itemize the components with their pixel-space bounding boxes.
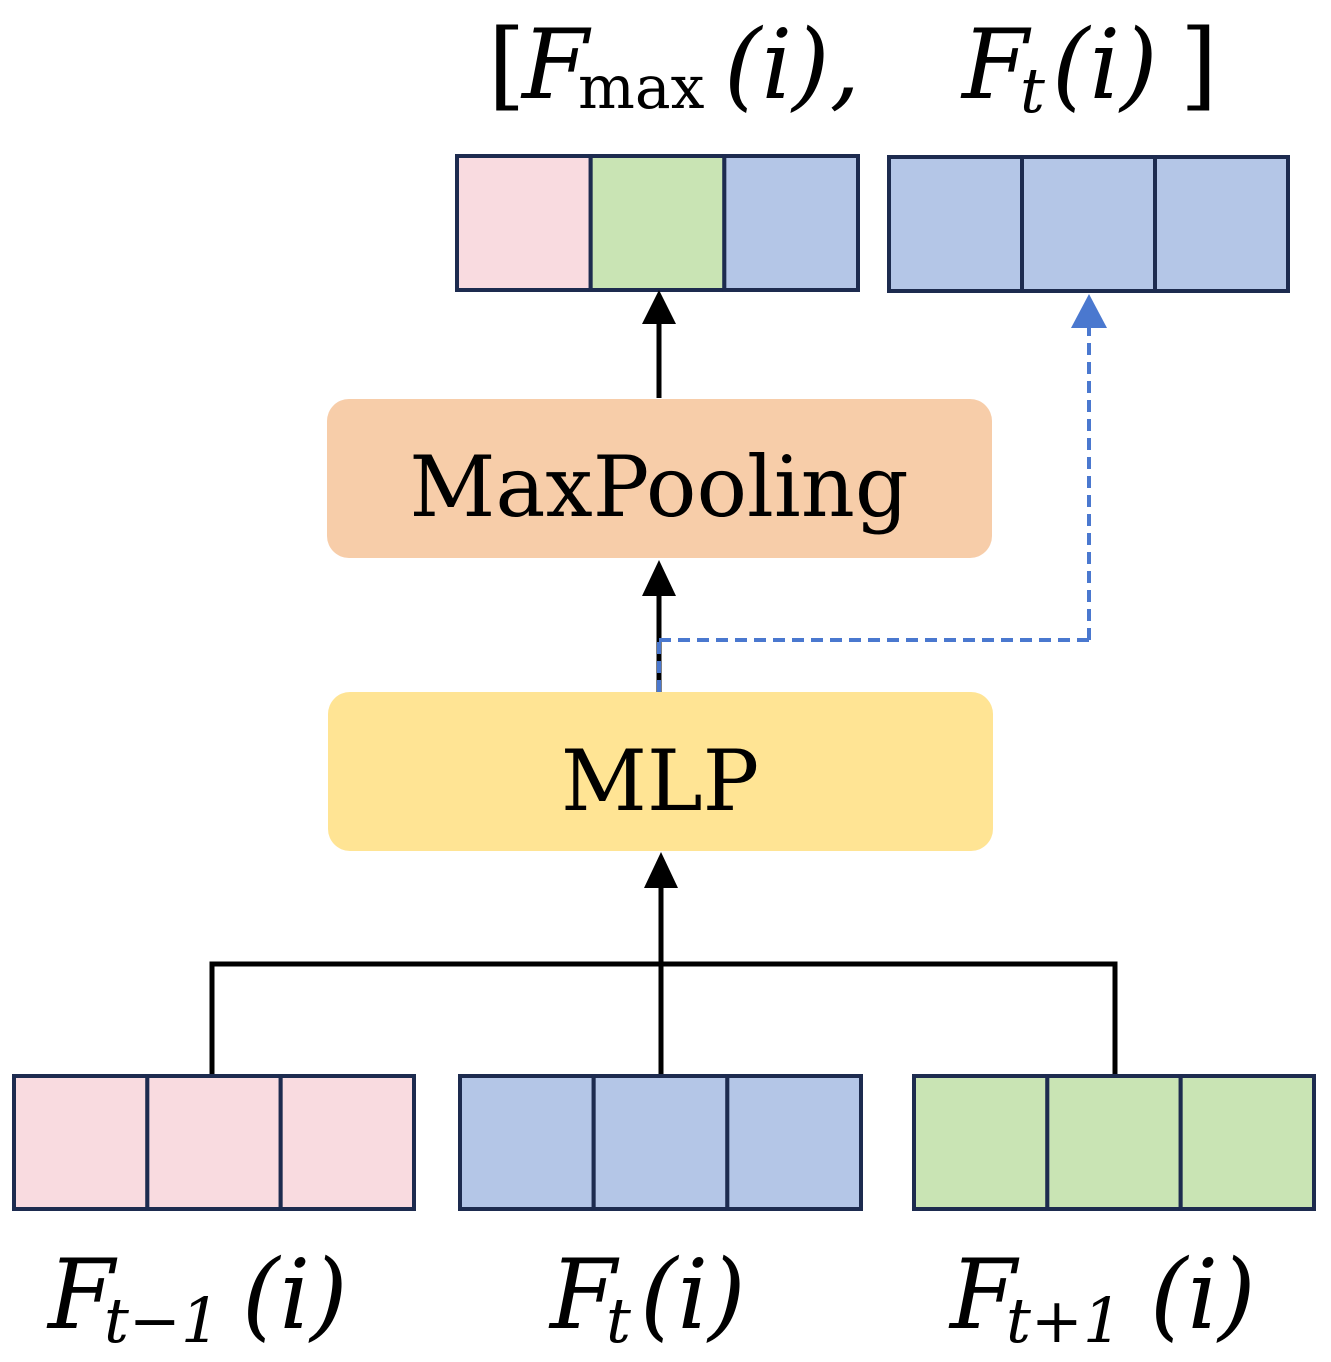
fmax-subscript: max	[578, 53, 705, 123]
mlp-block: MLP	[328, 692, 993, 851]
input-t-cell-3	[725, 1074, 863, 1211]
input-t-subscript: t	[606, 1284, 631, 1357]
fmax-argument: (i),	[724, 9, 860, 121]
input-prev-argument: (i)	[242, 1239, 348, 1351]
input-t-cell-2	[591, 1074, 730, 1211]
open-bracket: [	[488, 9, 525, 121]
input-label-next: F t+1 (i)	[948, 1239, 1256, 1357]
output-vector-max	[455, 154, 860, 292]
output-t-cell-2	[1020, 155, 1157, 293]
dashed-skip-connection	[657, 294, 1107, 692]
input-prev-cell-1	[12, 1074, 150, 1211]
output-vector-ft	[887, 155, 1290, 293]
input-prev-cell-2	[145, 1074, 283, 1211]
input-merge-connector	[209, 852, 1118, 1076]
input-next-cell-2	[1045, 1074, 1183, 1211]
fmax-symbol: F	[520, 9, 592, 121]
input-label-prev: F t−1 (i)	[46, 1239, 348, 1357]
ft-subscript: t	[1020, 54, 1045, 127]
output-label: [ F max (i), F t (i) ]	[488, 9, 1217, 127]
arrowhead-skip-to-output-ft	[1071, 294, 1107, 328]
input-next-argument: (i)	[1150, 1239, 1256, 1351]
ft-argument: (i)	[1052, 9, 1158, 121]
input-next-subscript: t+1	[1006, 1284, 1122, 1357]
output-max-cell-3	[722, 154, 860, 292]
arrowhead-maxpool-to-output	[642, 290, 676, 324]
input-vector-t	[458, 1074, 863, 1211]
input-next-cell-3	[1178, 1074, 1316, 1211]
input-t-cell-1	[458, 1074, 596, 1211]
ft-symbol: F	[960, 9, 1032, 121]
input-next-cell-1	[912, 1074, 1050, 1211]
input-t-argument: (i)	[640, 1239, 746, 1351]
output-max-cell-2	[588, 154, 727, 292]
output-t-cell-1	[887, 155, 1024, 293]
output-max-cell-1	[455, 154, 593, 292]
close-bracket: ]	[1180, 9, 1217, 121]
arrowhead-inputs-to-mlp	[644, 852, 678, 888]
maxpooling-label: MaxPooling	[409, 438, 908, 536]
input-prev-symbol: F	[46, 1239, 118, 1351]
input-vector-prev	[12, 1074, 416, 1211]
input-vector-next	[912, 1074, 1316, 1211]
input-label-t: F t (i)	[548, 1239, 746, 1357]
maxpooling-block: MaxPooling	[327, 399, 992, 558]
input-next-symbol: F	[948, 1239, 1020, 1351]
output-t-cell-3	[1153, 155, 1290, 293]
input-prev-cell-3	[278, 1074, 416, 1211]
input-t-symbol: F	[548, 1239, 620, 1351]
mlp-label: MLP	[561, 732, 759, 830]
arrowhead-mlp-to-maxpool	[642, 560, 676, 596]
input-prev-subscript: t−1	[104, 1284, 220, 1357]
